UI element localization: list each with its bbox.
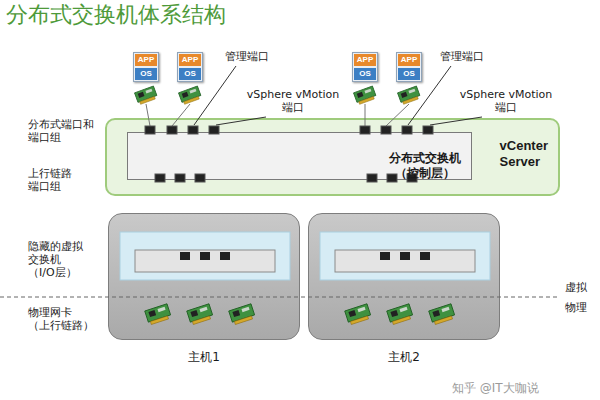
uplink-port bbox=[175, 174, 185, 182]
vm-nic bbox=[135, 86, 158, 105]
app-label: APP bbox=[135, 54, 157, 66]
uplink-port bbox=[367, 174, 377, 182]
uplink-port bbox=[155, 174, 165, 182]
switch-name: 分布式交换机 （控制层） bbox=[389, 151, 461, 181]
boundary-label: 物理 bbox=[565, 301, 587, 314]
port bbox=[220, 252, 230, 260]
uplink-port bbox=[387, 174, 397, 182]
boundary-line bbox=[0, 297, 558, 298]
os-label: OS bbox=[354, 68, 376, 80]
distributed-port bbox=[402, 126, 412, 134]
distributed-port bbox=[145, 126, 155, 134]
boundary-label: 虚拟 bbox=[565, 281, 587, 294]
uplink-port bbox=[195, 174, 205, 182]
app-label: APP bbox=[354, 54, 376, 66]
hidden-switch-bar bbox=[135, 250, 275, 272]
port bbox=[420, 252, 430, 260]
vm-icon: APP OS bbox=[396, 52, 422, 82]
layer-label: 隐藏的虚拟 交换机 （I/O层） bbox=[28, 240, 83, 279]
distributed-port bbox=[209, 126, 219, 134]
distributed-port bbox=[423, 126, 433, 134]
layer-label: 分布式端口和 端口组 bbox=[28, 118, 94, 144]
physical-nic bbox=[345, 304, 372, 325]
leader-line bbox=[408, 66, 451, 125]
vm-nic bbox=[179, 86, 202, 105]
distributed-port bbox=[167, 126, 177, 134]
physical-nic bbox=[145, 304, 172, 325]
vm-icon: APP OS bbox=[133, 52, 159, 82]
distributed-port bbox=[188, 126, 198, 134]
layer-label: 物理网卡 （上行链路） bbox=[28, 306, 94, 332]
host-name: 主机2 bbox=[309, 349, 499, 366]
vm-nic bbox=[354, 86, 377, 105]
app-label: APP bbox=[398, 54, 420, 66]
physical-nic bbox=[229, 304, 256, 325]
diagram-title: 分布式交换机体系结构 bbox=[6, 2, 226, 28]
port bbox=[400, 252, 410, 260]
physical-nic bbox=[187, 304, 214, 325]
os-label: OS bbox=[398, 68, 420, 80]
hidden-switch-panel bbox=[320, 232, 490, 280]
physical-nic bbox=[387, 304, 414, 325]
physical-nic bbox=[429, 304, 456, 325]
vm-wire bbox=[386, 104, 409, 126]
port-label: 管理端口 bbox=[225, 50, 269, 63]
hidden-switch-panel bbox=[120, 232, 290, 280]
leader-line bbox=[430, 117, 482, 125]
host-name: 主机1 bbox=[109, 349, 299, 366]
vm-icon: APP OS bbox=[177, 52, 203, 82]
port bbox=[180, 252, 190, 260]
distributed-switch-box: 分布式交换机 （控制层） bbox=[127, 132, 472, 180]
port bbox=[380, 252, 390, 260]
vm-wire bbox=[172, 104, 190, 126]
vm-nic bbox=[398, 86, 421, 105]
os-label: OS bbox=[179, 68, 201, 80]
port-label: vSphere vMotion 端口 bbox=[245, 88, 341, 114]
layer-label: 上行链路 端口组 bbox=[28, 167, 72, 193]
vm-wire bbox=[365, 104, 366, 126]
vm-icon: APP OS bbox=[352, 52, 378, 82]
port bbox=[200, 252, 210, 260]
hidden-switch-bar bbox=[335, 250, 475, 272]
os-label: OS bbox=[135, 68, 157, 80]
app-label: APP bbox=[179, 54, 201, 66]
watermark: 知乎 @IT大咖说 bbox=[452, 382, 539, 395]
leader-line bbox=[216, 117, 266, 125]
server-name: vCenter Server bbox=[500, 138, 548, 170]
leader-line bbox=[194, 66, 236, 125]
vm-wire bbox=[146, 104, 150, 126]
port-label: vSphere vMotion 端口 bbox=[458, 88, 554, 114]
distributed-port bbox=[360, 126, 370, 134]
distributed-port bbox=[381, 126, 391, 134]
port-label: 管理端口 bbox=[440, 50, 484, 63]
uplink-port bbox=[407, 174, 417, 182]
